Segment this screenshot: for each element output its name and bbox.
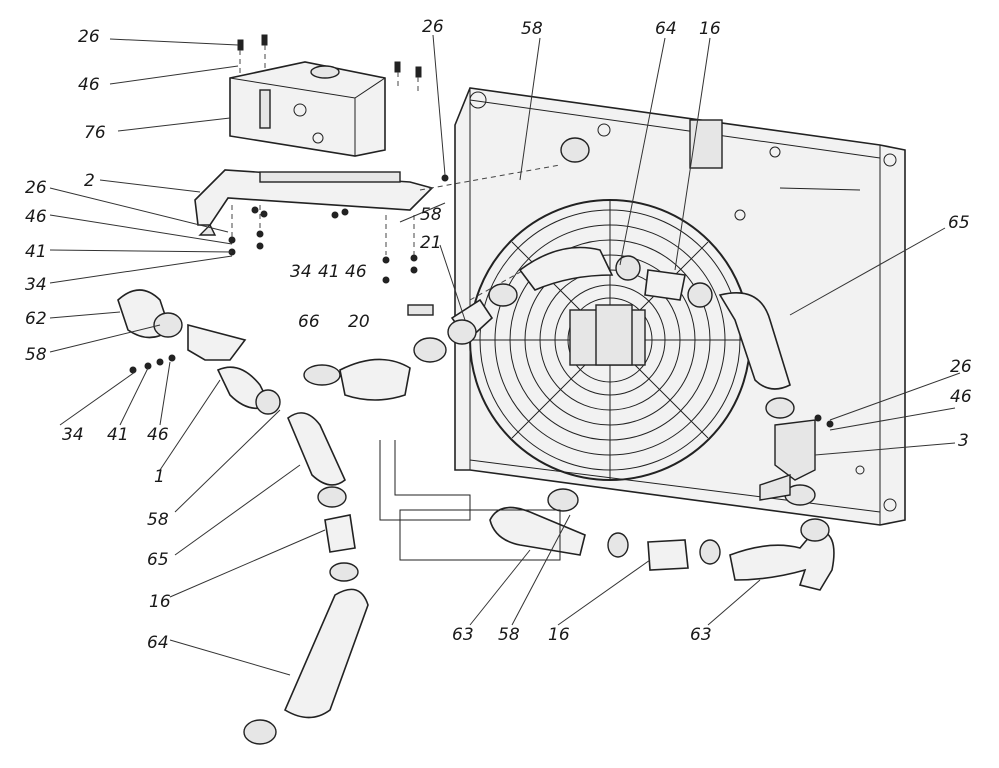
callout-64-b: 64 [655, 19, 677, 39]
callout-16-b: 16 [699, 19, 721, 39]
callout-21: 21 [420, 233, 442, 253]
fasteners-left [129, 34, 449, 374]
callout-20: 20 [348, 312, 370, 332]
callout-3: 3 [958, 431, 969, 451]
callout-62: 62 [25, 309, 47, 329]
tank-bracket [194, 169, 434, 236]
callout-46-c: 46 [147, 425, 169, 445]
callout-63-b: 63 [690, 625, 712, 645]
left-hose-assembly [117, 289, 369, 745]
callout-26-d: 26 [950, 357, 972, 377]
radiator-frame [454, 87, 906, 526]
callout-labels: 26 46 76 2 26 46 41 34 62 58 34 41 46 1 … [25, 17, 972, 653]
callout-63-a: 63 [452, 625, 474, 645]
callout-65-a: 65 [147, 550, 169, 570]
callout-41-b: 41 [107, 425, 129, 445]
callout-46-b: 46 [25, 207, 47, 227]
callout-34-c: 34 [290, 262, 312, 282]
callout-58-c: 58 [521, 19, 543, 39]
callout-1: 1 [154, 467, 165, 487]
callout-46-a: 46 [78, 75, 100, 95]
fan-assembly [469, 199, 751, 481]
callout-65-b: 65 [948, 213, 970, 233]
callout-64-a: 64 [147, 633, 169, 653]
callout-58-e: 58 [498, 625, 520, 645]
center-hose-assembly [303, 137, 816, 506]
callout-34-b: 34 [62, 425, 84, 445]
callout-41-a: 41 [25, 242, 47, 262]
lower-hose-assembly [489, 414, 835, 591]
leader-lines [49, 34, 961, 676]
callout-34-a: 34 [25, 275, 47, 295]
callout-58-d: 58 [420, 205, 442, 225]
callout-46-e: 46 [950, 387, 972, 407]
callout-58-b: 58 [147, 510, 169, 530]
callout-26-b: 26 [25, 178, 47, 198]
callout-58-a: 58 [25, 345, 47, 365]
callout-16-a: 16 [149, 592, 171, 612]
expansion-tank [229, 61, 386, 157]
callout-2: 2 [84, 171, 95, 191]
callout-16-c: 16 [548, 625, 570, 645]
callout-66: 66 [298, 312, 320, 332]
callout-26-c: 26 [422, 17, 444, 37]
callout-26-a: 26 [78, 27, 100, 47]
chassis-outline [379, 440, 561, 561]
callout-76: 76 [84, 123, 106, 143]
callout-41-c: 41 [318, 262, 340, 282]
callout-46-d: 46 [345, 262, 367, 282]
